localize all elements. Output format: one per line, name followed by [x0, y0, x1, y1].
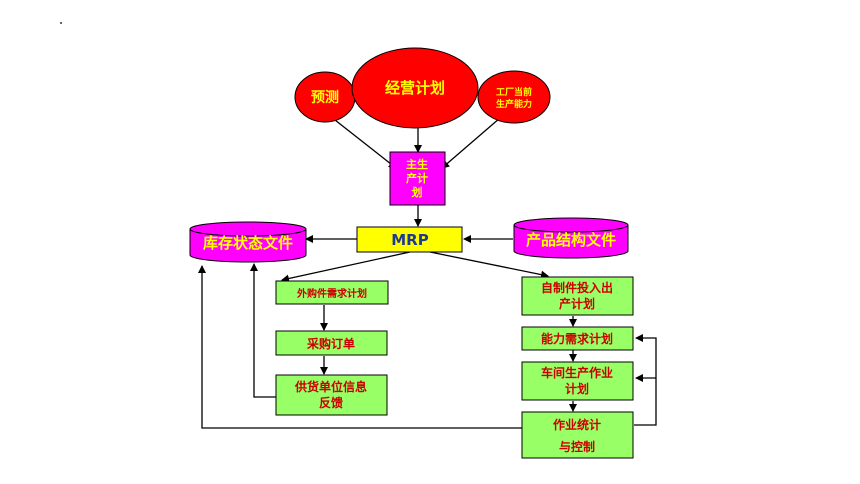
control-box — [521, 411, 634, 459]
selfmade-box — [521, 276, 634, 316]
supplier-feedback-box — [275, 374, 388, 416]
selfmade-label-1: 自制件投入出 — [541, 280, 613, 295]
business-plan-ellipse — [351, 47, 479, 129]
capacity-label-2: 生产能力 — [496, 98, 532, 110]
capacity-ellipse — [477, 70, 551, 124]
supplier-label-1: 供货单位信息 — [294, 379, 367, 394]
arrow-mrp-to-selfmade — [429, 251, 549, 279]
workshop-plan-box — [521, 361, 634, 401]
purchase-req-label: 外购件需求计划 — [296, 287, 367, 300]
bom-label: 产品结构文件 — [526, 231, 616, 249]
connectors — [198, 117, 657, 429]
arrow-supplier-to-inventory — [250, 263, 276, 398]
purchase-order-label: 采购订单 — [306, 336, 355, 351]
workshop-label-1: 车间生产作业 — [541, 365, 613, 380]
inventory-file-cylinder — [189, 221, 307, 263]
arrow-capacity-to-mps — [441, 117, 501, 169]
supplier-label-2: 反馈 — [319, 395, 343, 410]
stray-dot — [60, 22, 62, 24]
arrow-forecast-to-mps — [334, 119, 397, 169]
capacity-label-1: 工厂当前 — [496, 86, 532, 98]
control-label-1: 作业统计 — [553, 417, 601, 432]
mps-box — [389, 151, 446, 206]
arrow-control-to-inventory — [198, 265, 522, 429]
arrow-mrp-to-purchase-req — [281, 251, 411, 283]
purchase-req-box — [275, 280, 389, 305]
inventory-label: 库存状态文件 — [203, 234, 293, 252]
mrp-label: MRP — [391, 231, 428, 249]
capacity-req-label: 能力需求计划 — [541, 331, 613, 346]
business-plan-label: 经营计划 — [385, 79, 445, 97]
mps-label-1: 主生 — [406, 157, 428, 171]
forecast-label: 预测 — [311, 89, 339, 106]
selfmade-label-2: 产计划 — [559, 296, 595, 311]
purchase-order-box — [275, 330, 388, 356]
mps-label-3: 划 — [412, 185, 423, 199]
mrp-box — [356, 226, 463, 253]
bom-file-cylinder — [513, 217, 629, 259]
workshop-label-2: 计划 — [565, 381, 589, 396]
control-label-2: 与控制 — [559, 439, 595, 454]
capacity-req-box — [521, 326, 634, 351]
feedback-to-capacity — [634, 334, 657, 426]
mps-label-2: 产计 — [406, 171, 428, 185]
